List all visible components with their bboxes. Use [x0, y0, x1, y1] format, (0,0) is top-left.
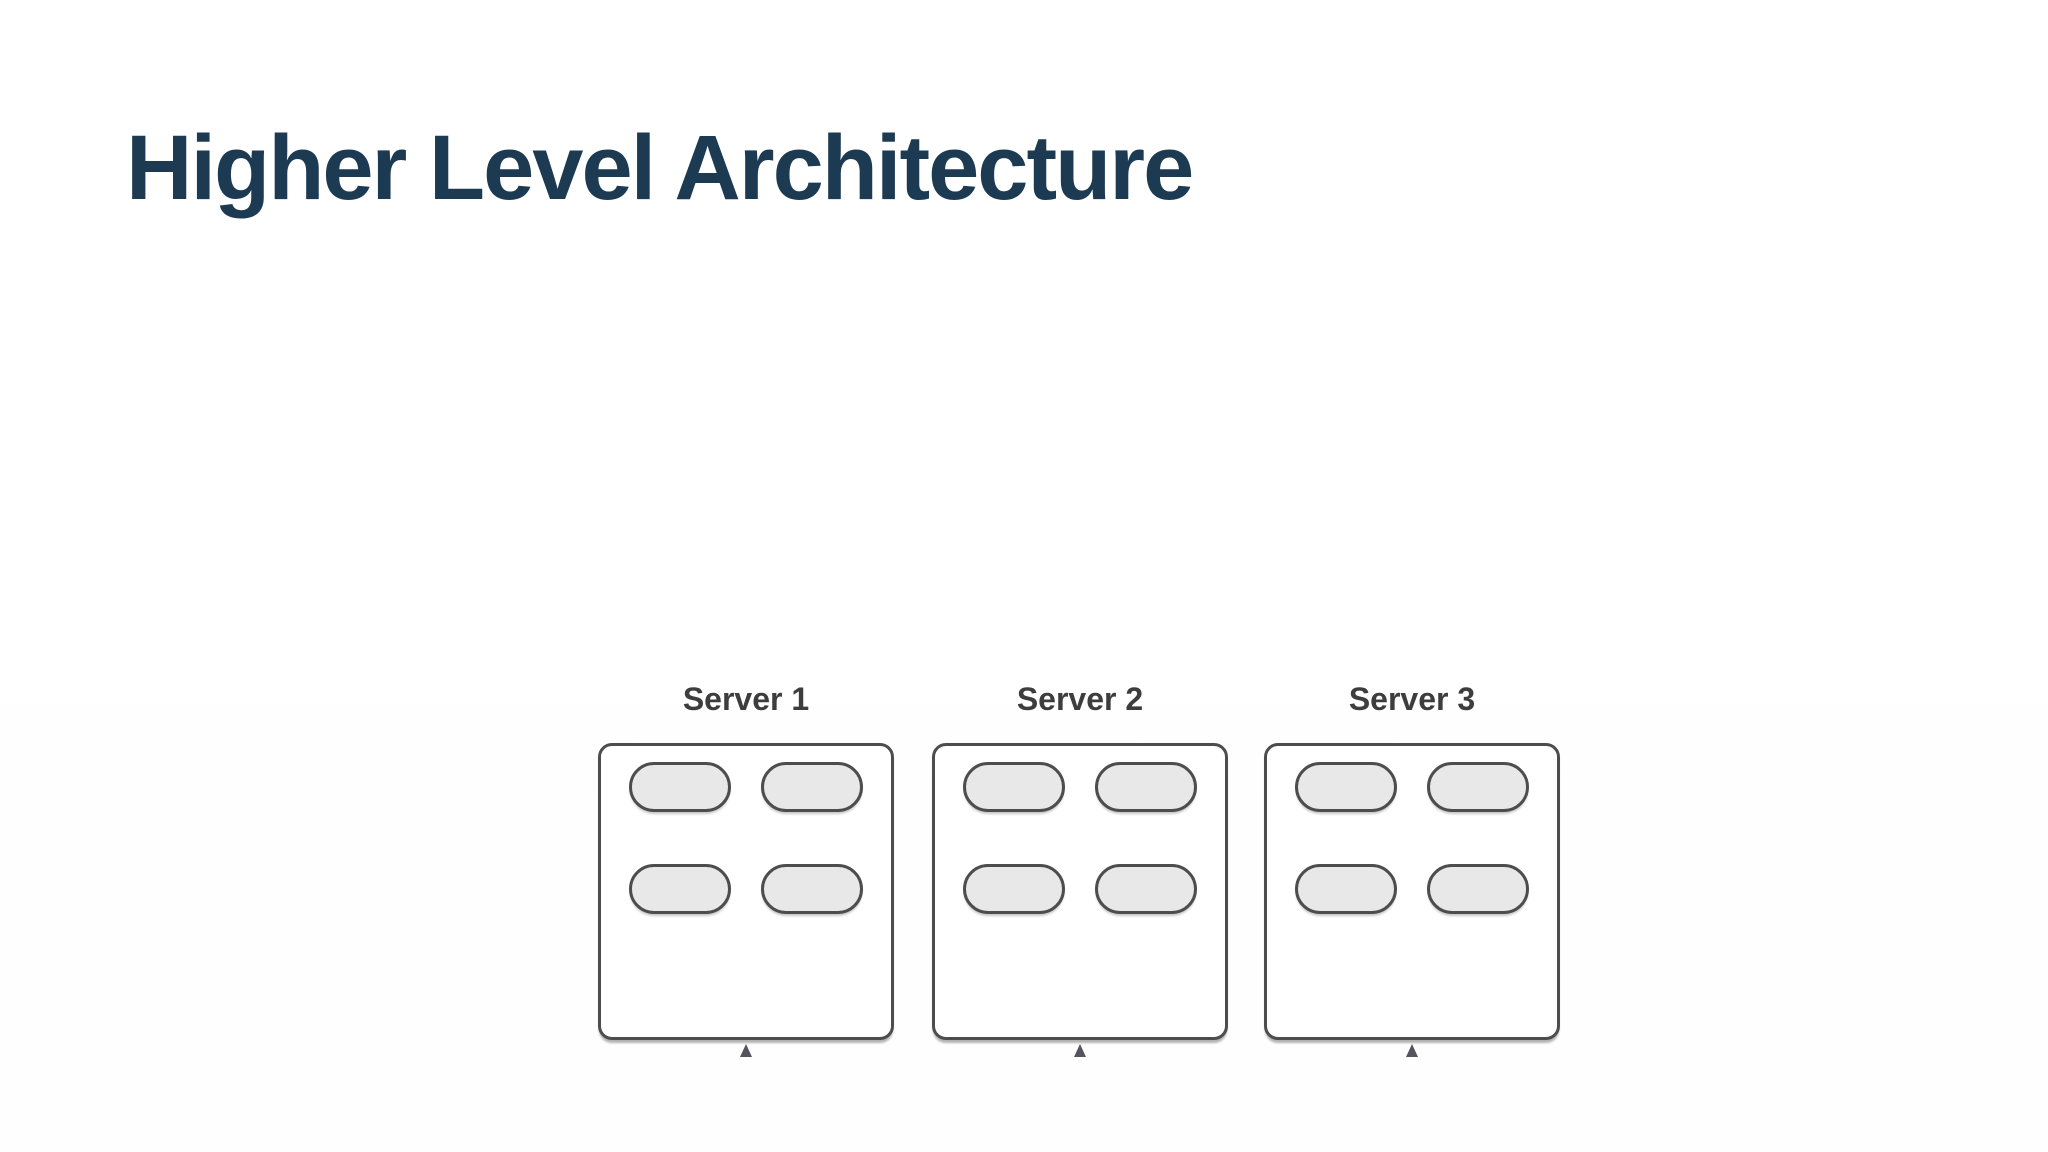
process-pill: [629, 762, 731, 812]
server-group-1: Server 1: [598, 681, 894, 1057]
process-pill: [1295, 864, 1397, 914]
process-pill: [1095, 864, 1197, 914]
server-2-label: Server 2: [1016, 681, 1144, 717]
server-3-label: Server 3: [1348, 681, 1476, 717]
server-1-box: [598, 743, 894, 1040]
process-pill: [761, 762, 863, 812]
arrow-up-icon: [1406, 1044, 1418, 1057]
arrow-up-icon: [740, 1044, 752, 1057]
process-pill: [963, 864, 1065, 914]
arrow-up-icon: [1074, 1044, 1086, 1057]
process-pill: [963, 762, 1065, 812]
process-pill: [761, 864, 863, 914]
process-pill: [1427, 864, 1529, 914]
slide-title: Higher Level Architecture: [126, 117, 1194, 219]
server-2-box: [932, 743, 1228, 1040]
process-pill: [1295, 762, 1397, 812]
server-group-3: Server 3: [1264, 681, 1560, 1057]
process-pill: [629, 864, 731, 914]
server-3-box: [1264, 743, 1560, 1040]
server-1-label: Server 1: [682, 681, 810, 717]
process-pill: [1427, 762, 1529, 812]
process-pill: [1095, 762, 1197, 812]
server-group-2: Server 2: [932, 681, 1228, 1057]
